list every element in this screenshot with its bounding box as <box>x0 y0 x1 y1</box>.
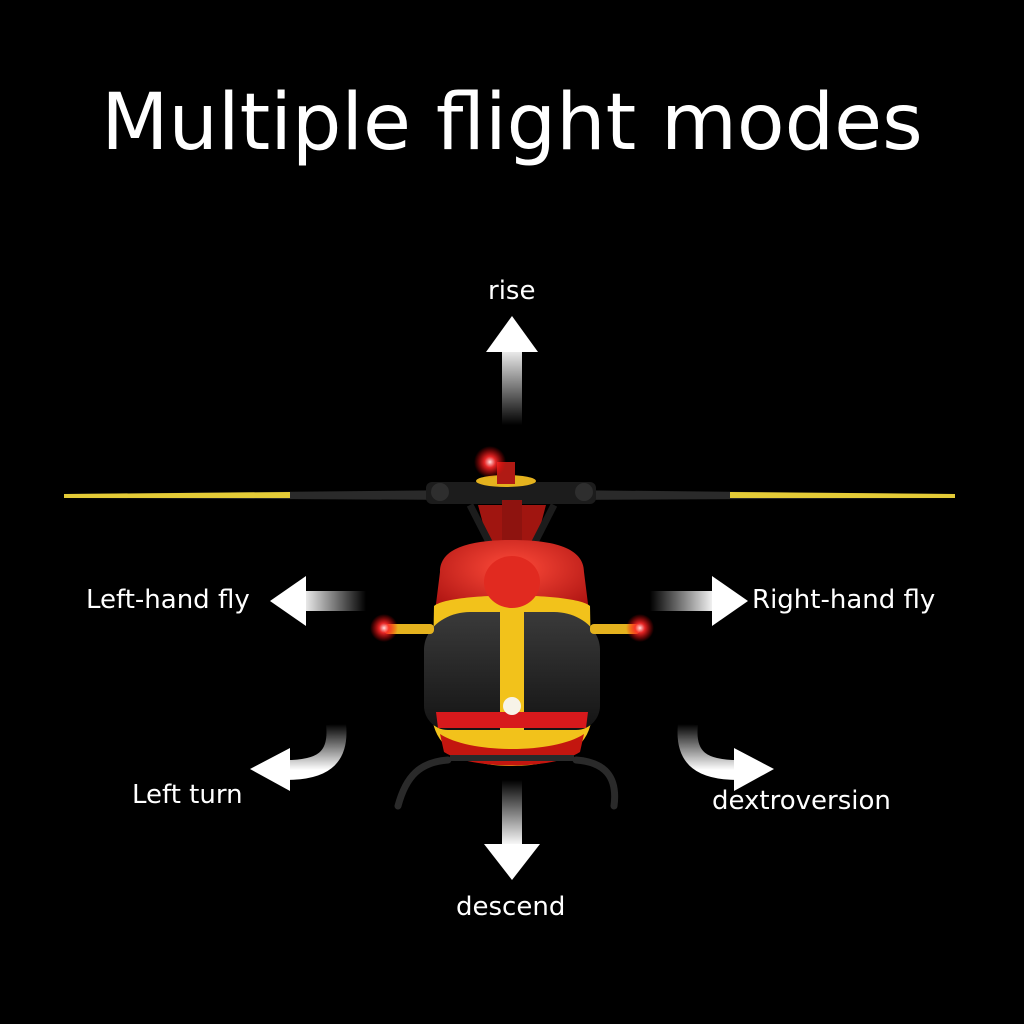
mode-label-left-hand-fly: Left-hand fly <box>86 585 250 615</box>
arrow-left-icon <box>270 576 366 626</box>
mode-label-right-hand-fly: Right-hand fly <box>752 585 936 615</box>
landing-skids-icon <box>394 755 619 810</box>
mode-label-dextroversion: dextroversion <box>712 786 891 816</box>
arrow-down-icon <box>484 780 540 880</box>
mode-label-descend: descend <box>456 892 566 922</box>
page-title: Multiple flight modes <box>101 78 923 168</box>
nav-light-icon <box>370 446 654 642</box>
mode-label-rise: rise <box>488 276 536 306</box>
curved-arrow-left-icon <box>250 722 347 791</box>
rotor-mast-icon <box>466 500 558 550</box>
arrow-right-icon <box>650 576 748 626</box>
main-rotor-icon <box>64 462 955 504</box>
helicopter-body-icon <box>384 540 640 766</box>
curved-arrow-right-icon <box>677 722 774 791</box>
mode-label-left-turn: Left turn <box>132 780 243 810</box>
arrow-up-icon <box>486 316 538 425</box>
